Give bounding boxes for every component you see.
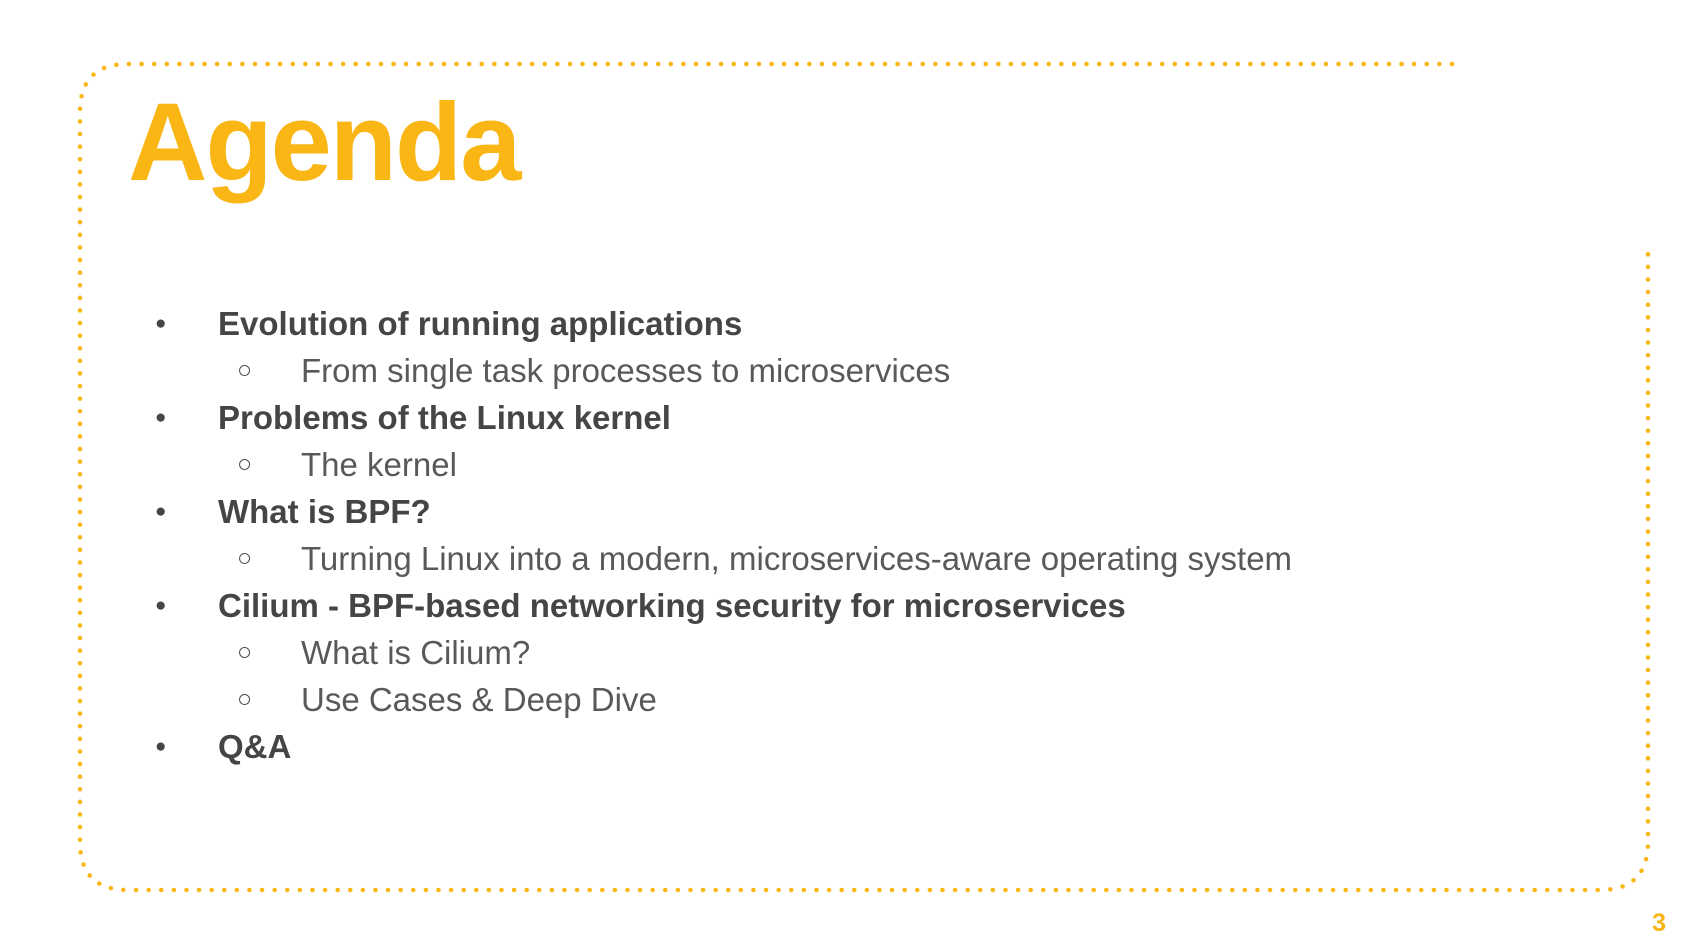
agenda-item: ● Problems of the Linux kernel — [0, 394, 1686, 441]
page-number: 3 — [1652, 909, 1666, 937]
agenda-item-label: What is BPF? — [218, 492, 431, 530]
agenda-item-label: Cilium - BPF-based networking security f… — [218, 586, 1126, 624]
bullet-icon: ● — [155, 735, 167, 757]
agenda-item: ● Q&A — [0, 723, 1686, 770]
agenda-item-label: Problems of the Linux kernel — [218, 398, 671, 436]
bullet-icon: ● — [155, 312, 167, 334]
agenda-item-label: Q&A — [218, 727, 292, 765]
sub-bullet-icon: ○ — [237, 450, 253, 478]
agenda-subitem: ○ The kernel — [0, 441, 1686, 488]
agenda-subitem-label: Use Cases & Deep Dive — [301, 680, 657, 718]
agenda-subitem-label: From single task processes to microservi… — [301, 351, 951, 389]
bullet-icon: ● — [155, 406, 167, 428]
agenda-subitem-label: What is Cilium? — [301, 633, 531, 671]
agenda-item: ● Cilium - BPF-based networking security… — [0, 582, 1686, 629]
agenda-subitem: ○ Turning Linux into a modern, microserv… — [0, 535, 1686, 582]
sub-bullet-icon: ○ — [237, 638, 253, 666]
sub-bullet-icon: ○ — [237, 544, 253, 572]
agenda-item: ● What is BPF? — [0, 488, 1686, 535]
agenda-subitem: ○ From single task processes to microser… — [0, 347, 1686, 394]
agenda-subitem: ○ What is Cilium? — [0, 629, 1686, 676]
agenda-item-label: Evolution of running applications — [218, 304, 743, 342]
agenda-item: ● Evolution of running applications — [0, 300, 1686, 347]
bullet-icon: ● — [155, 594, 167, 616]
slide-title: Agenda — [128, 81, 521, 204]
bullet-icon: ● — [155, 500, 167, 522]
sub-bullet-icon: ○ — [237, 685, 253, 713]
agenda-subitem: ○ Use Cases & Deep Dive — [0, 676, 1686, 723]
agenda-list: ● Evolution of running applications ○ Fr… — [0, 300, 1686, 770]
sub-bullet-icon: ○ — [237, 356, 253, 384]
agenda-subitem-label: Turning Linux into a modern, microservic… — [301, 539, 1293, 577]
agenda-subitem-label: The kernel — [301, 445, 457, 483]
